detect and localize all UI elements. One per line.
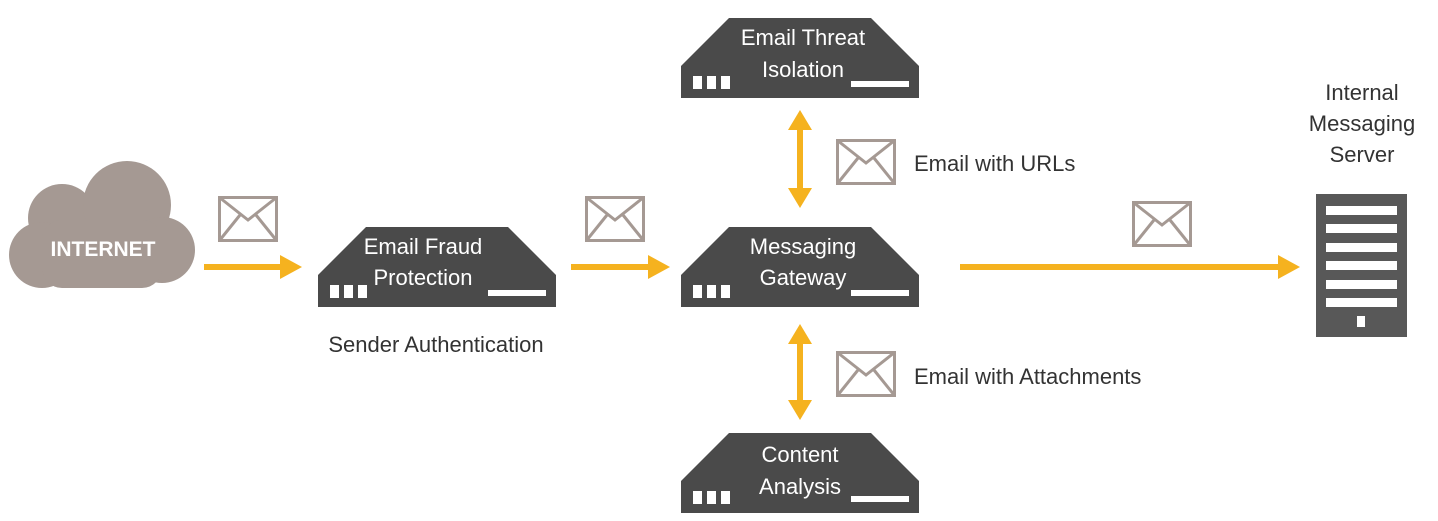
server-label-line2: Messaging bbox=[1309, 111, 1415, 136]
arrow-icon bbox=[571, 255, 670, 279]
envelope-icon bbox=[1132, 201, 1192, 247]
server-label-line1: Internal bbox=[1325, 80, 1398, 105]
server-icon bbox=[1316, 194, 1407, 337]
fraud-caption: Sender Authentication bbox=[328, 332, 543, 357]
flow-label-urls: Email with URLs bbox=[914, 151, 1075, 176]
envelope-icon bbox=[218, 196, 278, 242]
isolation-label-line1: Email Threat bbox=[741, 25, 865, 50]
content-label-line2: Analysis bbox=[759, 474, 841, 499]
arrow-icon bbox=[204, 255, 302, 279]
arrow-icon bbox=[788, 110, 812, 208]
arrow-icon bbox=[788, 324, 812, 420]
envelope-icon bbox=[836, 351, 896, 397]
fraud-label-line1: Email Fraud bbox=[364, 234, 483, 259]
server-label-line3: Server bbox=[1330, 142, 1395, 167]
flow-label-attachments: Email with Attachments bbox=[914, 364, 1141, 389]
internet-label: INTERNET bbox=[51, 238, 156, 261]
gateway-label-line2: Gateway bbox=[760, 265, 847, 290]
envelope-icon bbox=[836, 139, 896, 185]
content-label-line1: Content bbox=[761, 442, 838, 467]
fraud-label-line2: Protection bbox=[373, 265, 472, 290]
isolation-label-line2: Isolation bbox=[762, 57, 844, 82]
cloud-icon bbox=[9, 161, 195, 288]
gateway-label-line1: Messaging bbox=[750, 234, 856, 259]
arrow-icon bbox=[960, 255, 1300, 279]
envelope-icon bbox=[585, 196, 645, 242]
